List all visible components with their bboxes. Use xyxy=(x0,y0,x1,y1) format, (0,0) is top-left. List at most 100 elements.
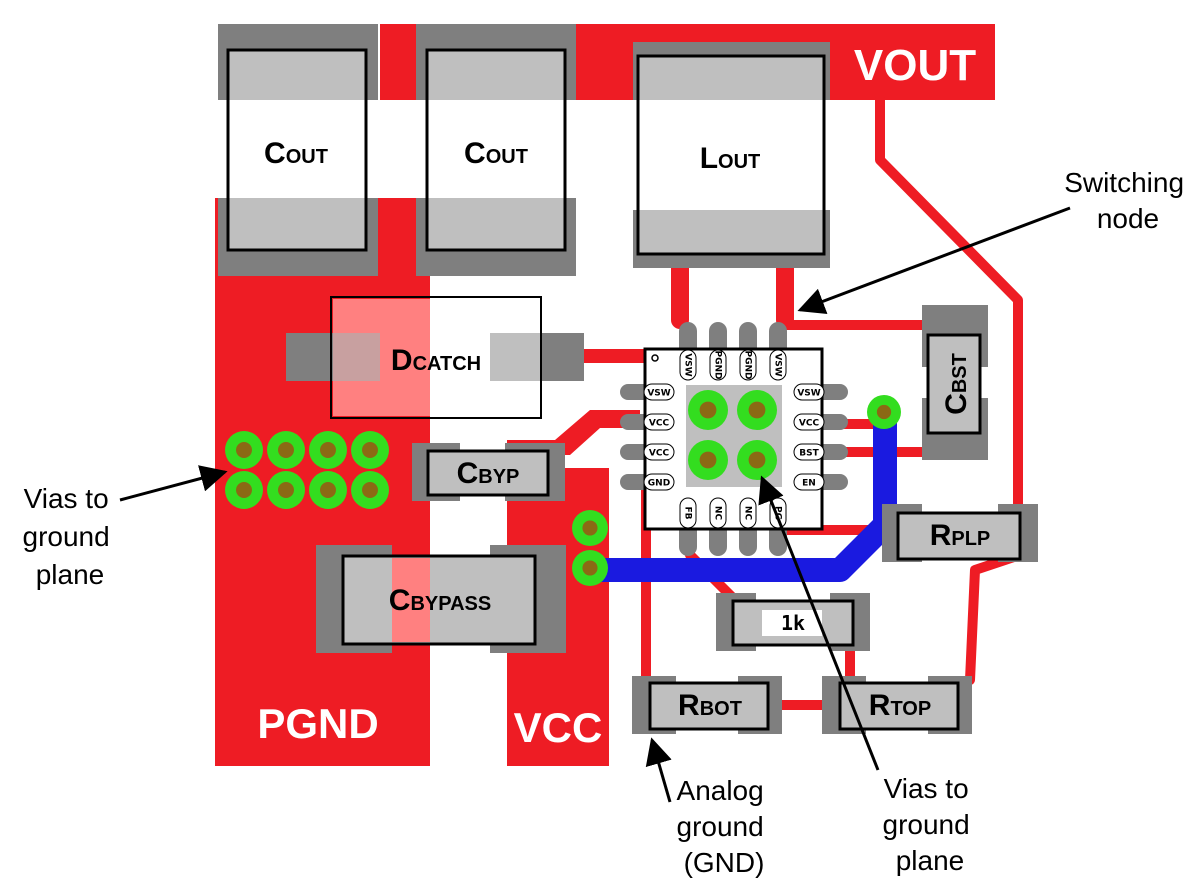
ic-bottom-pin-label-oval xyxy=(739,497,757,529)
dcatch-body-white-bottom xyxy=(430,381,539,416)
pgnd-ground-via-hole xyxy=(236,442,252,458)
ic-bottom-pin-label: FB xyxy=(683,506,693,519)
ic-top-pin-label-oval xyxy=(679,349,697,381)
pgnd-ground-via-hole xyxy=(278,482,294,498)
component-labels: COUT COUT LOUT DCATCH CBYP CBYPASS CBST … xyxy=(264,137,990,722)
ic-package: VSWFBPGNDNCPGNDNCVSWPGVSWVSWVCCVCCVCCBST… xyxy=(620,322,848,556)
cout2-body xyxy=(425,48,567,252)
dcatch-overlap-bottom xyxy=(333,381,380,416)
ground-plane-trace xyxy=(580,408,897,582)
vias-left-line3: plane xyxy=(36,559,105,590)
dcatch-pour-overlap xyxy=(380,299,430,416)
rplp-label-main: R xyxy=(930,519,952,552)
thermal-pad-via-hole xyxy=(699,451,717,469)
vias xyxy=(225,390,901,586)
ic-top-pin-label-oval xyxy=(769,349,787,381)
rbot-label: RBOT xyxy=(678,689,742,722)
vias-bottom-line1: Vias to xyxy=(884,773,969,804)
net-labels: VOUT PGND VCC xyxy=(257,41,976,751)
vcc-ground-via-hole xyxy=(582,520,598,536)
pgnd-ground-via-hole xyxy=(320,482,336,498)
ic-top-pin-label-oval xyxy=(709,349,727,381)
vias-bottom-arrow xyxy=(758,475,880,771)
vcc-ground-via-hole xyxy=(582,560,598,576)
cout2-body-fill xyxy=(429,100,563,198)
vias-left-arrow xyxy=(119,465,228,502)
ic-left-pin-label: VCC xyxy=(649,419,670,429)
vias-left-line2: ground xyxy=(23,521,110,552)
cout2-label: COUT xyxy=(464,137,528,170)
dcatch-body-white-top xyxy=(430,299,539,333)
ic-bottom-pin-label: NC xyxy=(743,506,753,521)
bst-side-ground-via-hole xyxy=(876,404,892,420)
ic-left-pin-label-oval xyxy=(643,473,675,491)
dcatch-label: DCATCH xyxy=(391,344,481,377)
switching-node-line2: node xyxy=(1097,203,1159,234)
rplp-label-sub: PLP xyxy=(951,528,990,550)
pgnd-net-label: PGND xyxy=(257,700,378,747)
dcatch-label-main: D xyxy=(391,344,413,377)
ic-right-pin-label-oval xyxy=(793,473,825,491)
ic-top-pin-label-oval xyxy=(739,349,757,381)
ic-bottom-pin-label-oval xyxy=(679,497,697,529)
lout-body xyxy=(636,54,826,256)
pgnd-ground-via-hole xyxy=(236,482,252,498)
ic-left-pin-label-oval xyxy=(643,413,675,431)
ic-right-pin-label: BST xyxy=(799,449,819,459)
lout-label-main: L xyxy=(700,142,718,175)
rbot-label-sub: BOT xyxy=(700,698,742,720)
ic-top-pin-label: VSW xyxy=(683,353,693,376)
ic-left-pin-label-oval xyxy=(643,383,675,401)
lout-label: LOUT xyxy=(700,142,761,175)
ic-left-pin-label-oval xyxy=(643,443,675,461)
analog-ground-line3: (GND) xyxy=(684,847,765,878)
cbypass-pour-overlap xyxy=(392,558,430,642)
rtop-label: RTOP xyxy=(869,689,931,722)
switching-node-annotation: Switching node xyxy=(1064,167,1192,234)
thermal-pad-via-hole xyxy=(748,401,766,419)
analog-ground-arrow xyxy=(645,737,672,803)
lout-top-pad-inner xyxy=(638,56,824,100)
ic-bottom-pin-label: NC xyxy=(713,506,723,521)
vcc-net-label: VCC xyxy=(514,704,603,751)
dcatch-body-white-mid xyxy=(430,333,490,381)
ic-pin1-marker xyxy=(651,354,659,362)
cout1-top-pad-inner xyxy=(228,50,366,100)
rplp-body xyxy=(896,511,1022,561)
pgnd-ground-via-hole xyxy=(362,442,378,458)
cout2-label-sub: OUT xyxy=(486,146,528,168)
vias-left-line1: Vias to xyxy=(24,483,109,514)
ic-right-pin-label-oval xyxy=(793,413,825,431)
analog-ground-line1: Analog xyxy=(677,775,764,806)
cout1-body xyxy=(226,48,368,252)
rplp-label: RPLP xyxy=(930,519,991,552)
rtop-label-sub: TOP xyxy=(890,698,931,720)
vias-bottom-line2: ground xyxy=(883,809,970,840)
ic-top-pin-label: VSW xyxy=(773,353,783,376)
cbypass-label-sub: BYPASS xyxy=(410,593,491,615)
pgnd-ground-via-hole xyxy=(362,482,378,498)
ic-right-pin-label-oval xyxy=(793,383,825,401)
rbot-label-main: R xyxy=(678,689,700,722)
dcatch-left-pad-inner xyxy=(333,333,380,381)
pgnd-ground-via-hole xyxy=(320,442,336,458)
dcatch-overlap-top xyxy=(333,299,380,333)
ic-right-pin-label: VCC xyxy=(799,419,820,429)
ic-left-pin-label: VSW xyxy=(647,389,670,399)
cout2-top-pad-inner xyxy=(427,50,565,100)
ic-left-pin-label: VCC xyxy=(649,449,670,459)
cout1-label-sub: OUT xyxy=(286,146,328,168)
cbst-body xyxy=(926,333,982,435)
ic-right-pin-label-oval xyxy=(793,443,825,461)
cbypass-label: CBYPASS xyxy=(389,584,491,617)
cbyp-body xyxy=(426,449,550,497)
ic-right-pin-label: VSW xyxy=(797,389,820,399)
cout2-bottom-pad-inner xyxy=(427,198,565,250)
cout2-label-main: C xyxy=(464,137,486,170)
switching-node-arrow xyxy=(797,206,1071,315)
lout-label-sub: OUT xyxy=(718,151,760,173)
vias-bottom-annotation: Vias to ground plane xyxy=(883,773,978,876)
vias-left-annotation: Vias to ground plane xyxy=(23,483,118,590)
cout1-label: COUT xyxy=(264,137,328,170)
rbot-body xyxy=(648,681,770,731)
